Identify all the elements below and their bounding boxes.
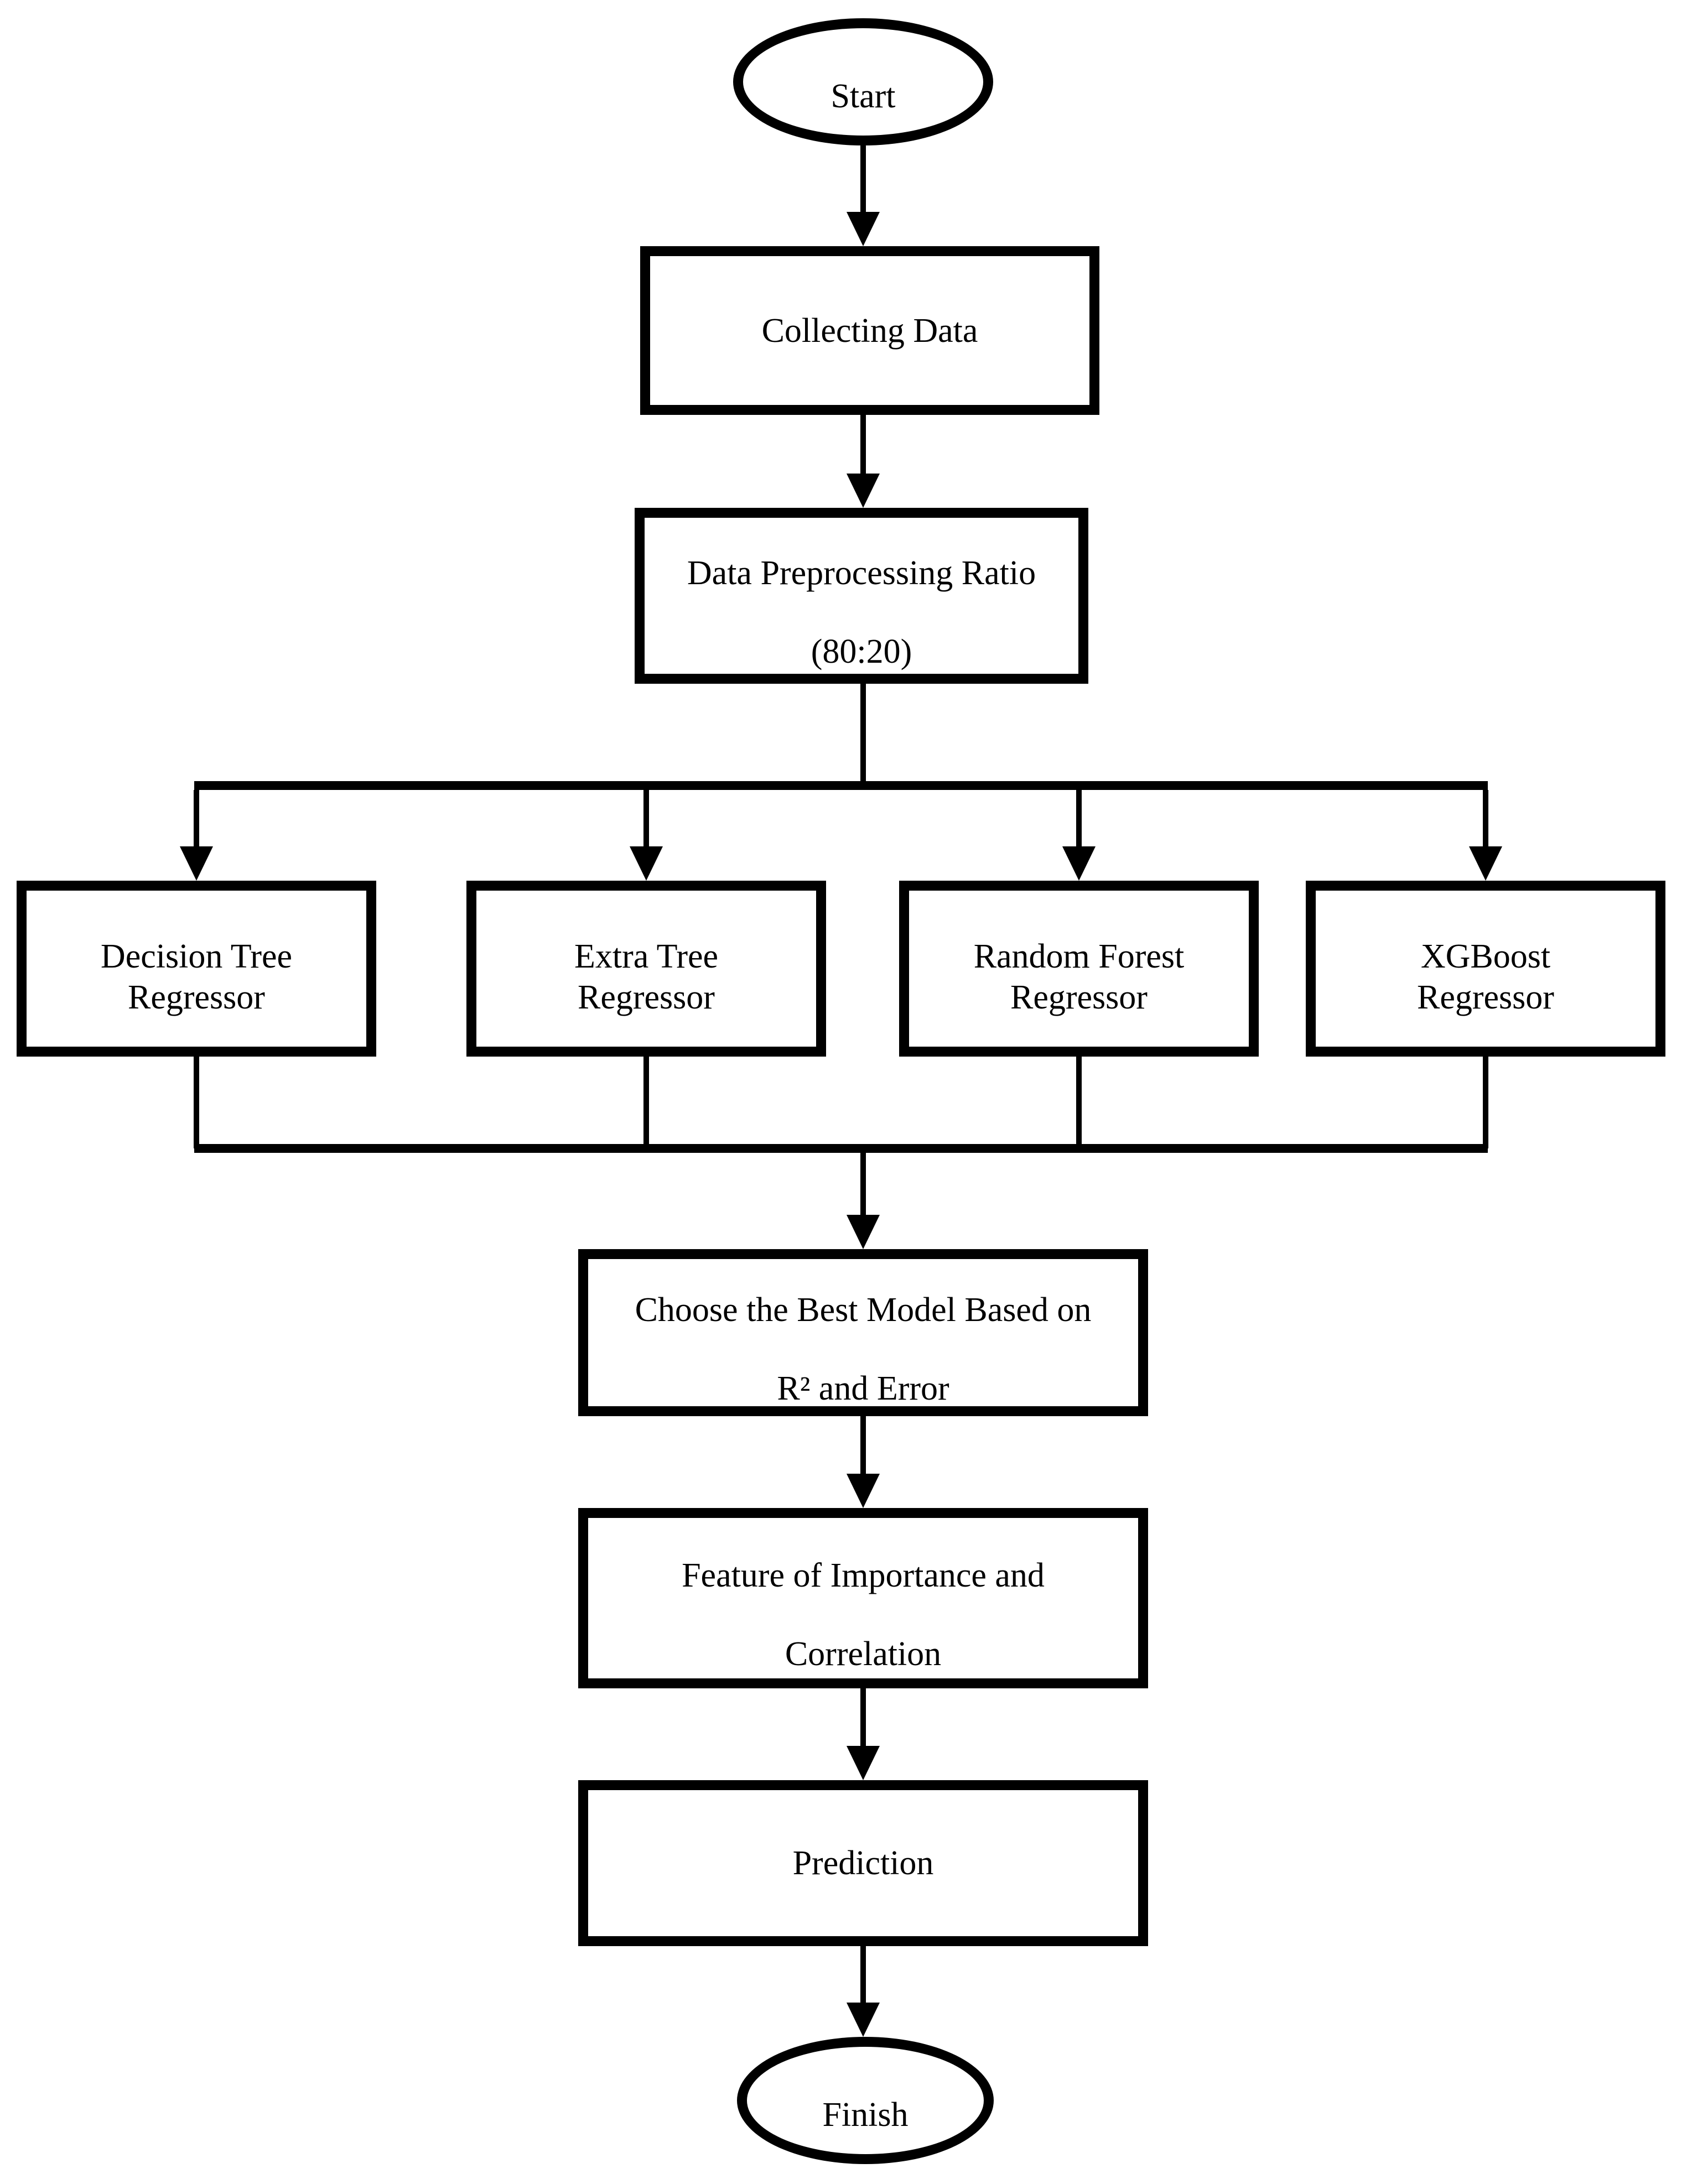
node-collecting-data: Collecting Data: [640, 246, 1099, 415]
arrow-prediction-to-finish-head: [847, 2003, 880, 2037]
node-xgboost-line2: Regressor: [1417, 979, 1554, 1016]
arrow-feature-to-prediction-head: [847, 1746, 880, 1780]
node-xgboost-regressor: XGBoost Regressor: [1306, 881, 1665, 1057]
arrow-to-choose-best-head: [847, 1215, 880, 1249]
node-random-forest-line2: Regressor: [1010, 979, 1148, 1016]
node-prediction: Prediction: [578, 1780, 1148, 1946]
node-data-preprocessing-line2: (80:20): [811, 633, 912, 670]
arrow-to-decision-tree-shaft: [194, 790, 199, 847]
node-choose-best-model: Choose the Best Model Based on R² and Er…: [578, 1249, 1148, 1416]
arrow-collecting-to-preprocessing-shaft: [860, 415, 866, 475]
arrow-to-random-forest-shaft: [1076, 790, 1082, 847]
node-random-forest-regressor: Random Forest Regressor: [899, 881, 1259, 1057]
node-start: Start: [733, 18, 993, 145]
merge-line-from-random-forest: [1076, 1057, 1082, 1148]
arrow-to-random-forest-head: [1062, 846, 1096, 881]
node-choose-best-line1: Choose the Best Model Based on: [635, 1291, 1092, 1329]
node-collecting-data-label: Collecting Data: [761, 311, 978, 350]
arrow-choose-to-feature-head: [847, 1474, 880, 1508]
node-feature-importance: Feature of Importance and Correlation: [578, 1508, 1148, 1688]
node-extra-tree-line1: Extra Tree: [574, 938, 719, 975]
arrow-prediction-to-finish-shaft: [860, 1946, 866, 2004]
node-finish-label: Finish: [822, 2096, 909, 2134]
node-feature-importance-line1: Feature of Importance and: [682, 1557, 1045, 1594]
merge-line-from-extra-tree: [643, 1057, 649, 1148]
node-feature-importance-line2: Correlation: [785, 1635, 942, 1673]
arrow-to-extra-tree-shaft: [643, 790, 649, 847]
arrow-to-choose-best-shaft: [860, 1153, 866, 1216]
node-data-preprocessing: Data Preprocessing Ratio (80:20): [635, 508, 1088, 684]
node-decision-tree-line2: Regressor: [128, 979, 265, 1016]
node-extra-tree-line2: Regressor: [578, 979, 715, 1016]
merge-connector-horizontal-line: [194, 1144, 1488, 1153]
node-data-preprocessing-line1: Data Preprocessing Ratio: [687, 554, 1036, 592]
arrow-start-to-collecting-shaft: [860, 145, 866, 213]
arrow-choose-to-feature-shaft: [860, 1416, 866, 1475]
arrow-to-xgboost-head: [1469, 846, 1502, 881]
node-start-label: Start: [830, 77, 896, 115]
merge-line-from-decision-tree: [194, 1057, 199, 1148]
arrow-to-xgboost-shaft: [1483, 790, 1488, 847]
node-finish: Finish: [737, 2037, 994, 2164]
arrow-to-decision-tree-head: [180, 846, 213, 881]
node-prediction-label: Prediction: [792, 1844, 934, 1882]
node-decision-tree-regressor: Decision Tree Regressor: [17, 881, 376, 1057]
split-connector-vertical-line: [860, 684, 866, 786]
node-random-forest-line1: Random Forest: [973, 938, 1185, 975]
arrow-feature-to-prediction-shaft: [860, 1688, 866, 1747]
split-connector-horizontal-line: [194, 781, 1488, 790]
node-choose-best-line2: R² and Error: [777, 1370, 949, 1407]
node-extra-tree-regressor: Extra Tree Regressor: [466, 881, 826, 1057]
arrow-start-to-collecting-head: [847, 212, 880, 246]
arrow-to-extra-tree-head: [630, 846, 663, 881]
merge-line-from-xgboost: [1483, 1057, 1488, 1148]
arrow-collecting-to-preprocessing-head: [847, 474, 880, 508]
node-decision-tree-line1: Decision Tree: [100, 938, 293, 975]
node-xgboost-line1: XGBoost: [1420, 938, 1551, 975]
